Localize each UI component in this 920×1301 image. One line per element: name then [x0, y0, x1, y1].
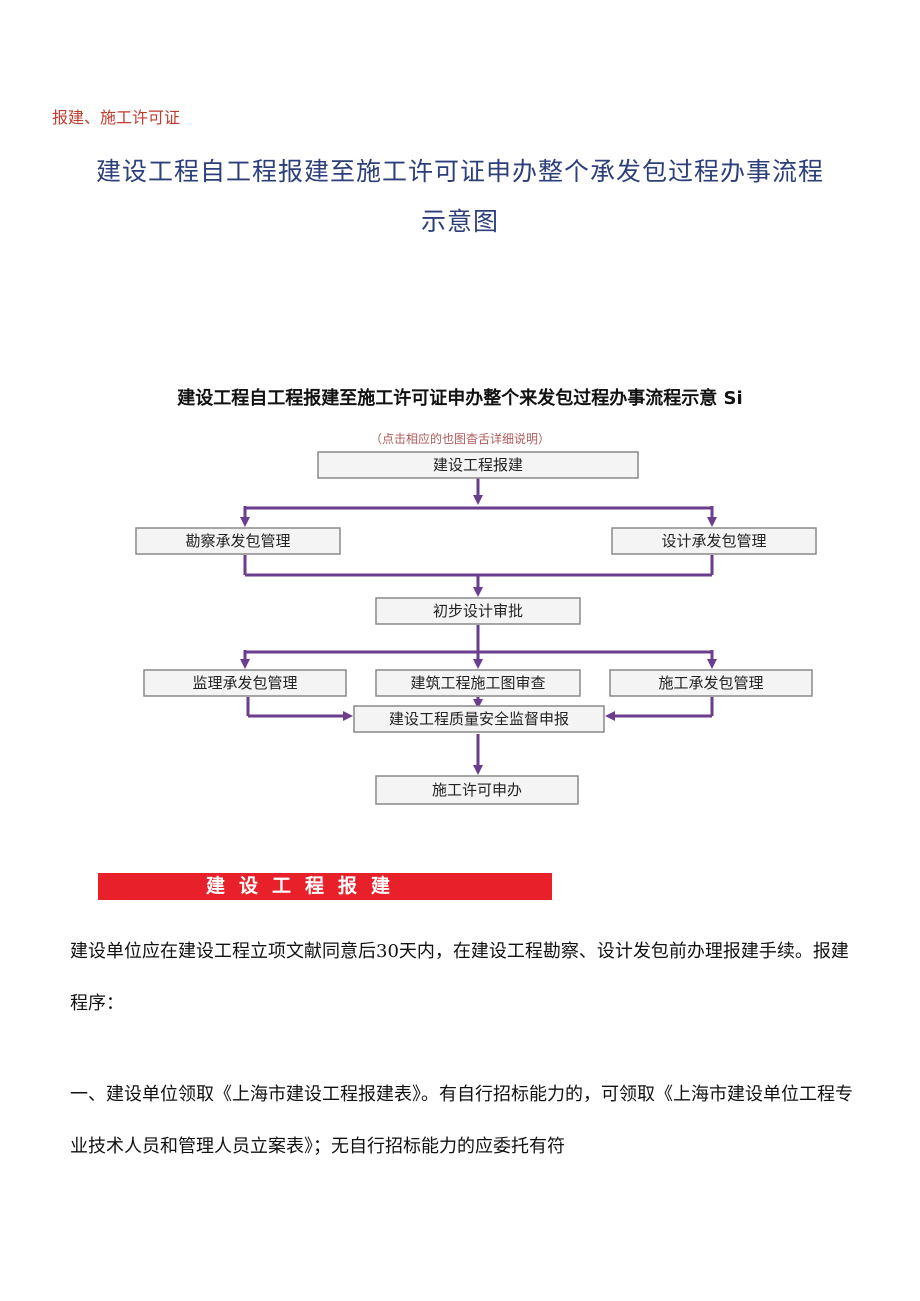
diagram-hint: （点击相应的也图杳舌详细说明）	[369, 432, 550, 446]
node-drawing-review[interactable]: 建筑工程施工图审查	[375, 669, 581, 697]
node-construction-label: 施工承发包管理	[658, 674, 763, 692]
section-banner: 建设工程报建	[98, 873, 552, 900]
node-preliminary[interactable]: 初步设计审批	[375, 597, 581, 625]
node-quality-safety-label: 建设工程质量安全监督申报	[389, 710, 569, 728]
node-construction[interactable]: 施工承发包管理	[609, 669, 813, 697]
node-quality-safety[interactable]: 建设工程质量安全监督申报	[353, 705, 605, 733]
node-survey[interactable]: 勘察承发包管理	[135, 527, 341, 555]
page-title-line2: 示意图	[420, 207, 499, 236]
node-permit[interactable]: 施工许可申办	[375, 775, 579, 805]
flow-connectors	[240, 478, 717, 775]
flowchart: 建设工程报建 勘察承发包管理 设计承发包管理 初步设计审批 监理承发包管理 建筑…	[135, 451, 817, 805]
node-design[interactable]: 设计承发包管理	[611, 527, 817, 555]
node-permit-label: 施工许可申办	[432, 781, 522, 799]
node-report[interactable]: 建设工程报建	[317, 451, 639, 479]
node-supervision-label: 监理承发包管理	[192, 674, 297, 692]
node-supervision[interactable]: 监理承发包管理	[143, 669, 347, 697]
diagram-title: 建设工程自工程报建至施工许可证申办整个来发包过程办事流程示意 Si	[177, 388, 743, 409]
paragraph-step-one: 一、建设单位领取《上海市建设工程报建表》。有自行招标能力的，可领取《上海市建设单…	[70, 1084, 853, 1157]
node-design-label: 设计承发包管理	[661, 532, 766, 550]
breadcrumb[interactable]: 报建、施工许可证	[52, 108, 181, 127]
node-preliminary-label: 初步设计审批	[433, 602, 523, 620]
node-drawing-review-label: 建筑工程施工图审查	[410, 674, 545, 692]
node-survey-label: 勘察承发包管理	[185, 532, 290, 550]
paragraph-intro: 建设单位应在建设工程立项文献同意后30天内，在建设工程勘察、设计发包前办理报建手…	[70, 941, 849, 1014]
node-report-label: 建设工程报建	[433, 456, 523, 474]
page-title-line1: 建设工程自工程报建至施工许可证申办整个承发包过程办事流程	[95, 157, 824, 186]
section-banner-label: 建设工程报建	[206, 875, 405, 897]
